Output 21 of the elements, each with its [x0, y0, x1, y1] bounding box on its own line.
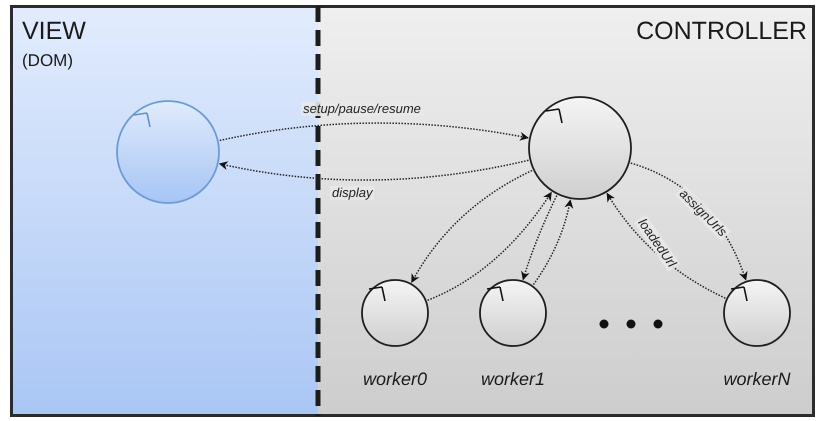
- arrow: [606, 192, 726, 299]
- edge-label: display: [330, 186, 374, 200]
- arrow: [521, 195, 558, 280]
- panel-title: CONTROLLER: [636, 17, 807, 46]
- arrow: [218, 160, 529, 181]
- edge-label: setup/pause/resume: [301, 102, 423, 116]
- panel-title: VIEW: [22, 17, 86, 46]
- arrow: [532, 199, 574, 286]
- state-circle: [723, 279, 791, 347]
- arrow: [427, 192, 552, 301]
- panel-subtitle: (DOM): [22, 51, 73, 71]
- arrow: [220, 122, 529, 142]
- arrow: [630, 162, 748, 281]
- state-circle: [479, 279, 547, 347]
- node-caption: worker1: [480, 369, 546, 390]
- state-circle: [361, 279, 429, 347]
- node-caption: worker0: [362, 369, 428, 390]
- state-circle: [528, 96, 632, 200]
- node-caption: workerN: [724, 369, 790, 390]
- arrow: [411, 170, 532, 284]
- state-circle: [116, 100, 220, 204]
